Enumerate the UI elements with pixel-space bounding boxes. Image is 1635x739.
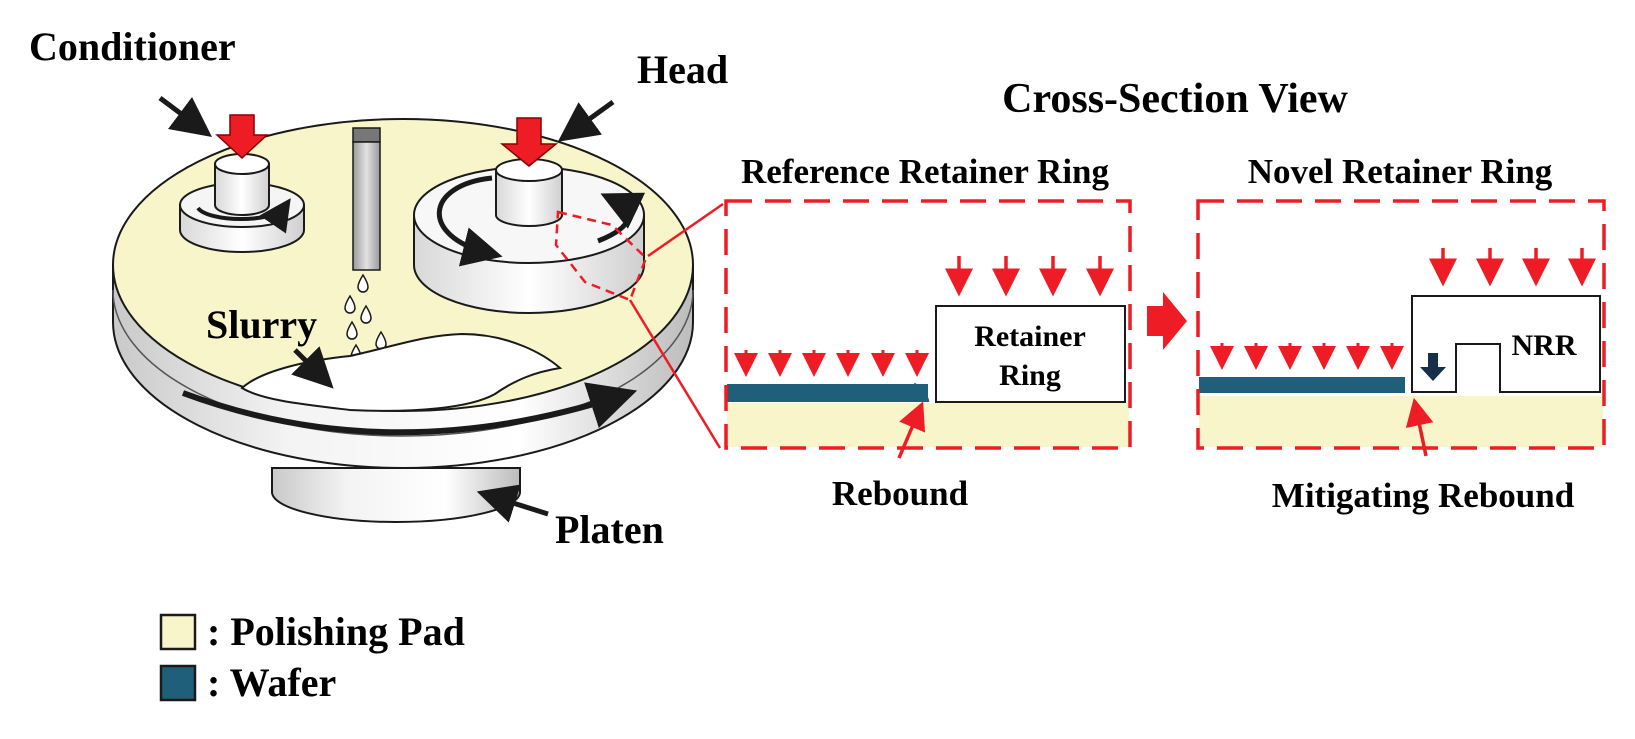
reference-frame <box>724 199 1132 450</box>
polishing-head <box>413 158 646 314</box>
slurry-nozzle <box>352 127 381 271</box>
reference-retainer-ring <box>935 305 1126 403</box>
head-force-arrow <box>499 117 559 167</box>
reference-wafer <box>727 384 928 402</box>
head-pointer-arrow <box>557 99 615 142</box>
novel-title: Novel Retainer Ring <box>1248 152 1553 191</box>
rebound-label: Rebound <box>832 474 969 513</box>
novel-retainer-ring <box>1411 295 1601 393</box>
reference-ring-pressure-arrows <box>945 256 1114 297</box>
conditioner <box>179 153 305 253</box>
head-rotation-arrow-right <box>597 192 646 244</box>
slurry-label: Slurry <box>206 302 317 347</box>
conditioner-label: Conditioner <box>29 24 236 69</box>
conditioner-force-arrow <box>215 114 269 160</box>
legend-label-polishing-pad: : Polishing Pad <box>207 609 465 654</box>
head-rotation-arrow-left <box>436 175 503 267</box>
reference-pad <box>727 403 1129 447</box>
conditioner-pointer-arrow <box>158 96 212 137</box>
reference-title: Reference Retainer Ring <box>741 152 1110 191</box>
retainer-ring-label-line2: Ring <box>999 359 1061 392</box>
nrr-downward-arrow <box>1420 353 1446 381</box>
platen-rotation-arrow <box>181 382 638 436</box>
platen-pointer-arrow <box>476 484 549 523</box>
cross-section-title: Cross-Section View <box>1002 76 1348 122</box>
legend-swatch-polishing-pad <box>159 613 197 651</box>
zoom-connector-top <box>647 202 724 258</box>
novel-frame <box>1196 199 1606 450</box>
conditioner-rotation-arrow <box>196 198 291 234</box>
nrr-label: NRR <box>1512 329 1577 362</box>
mitigating-rebound-pointer-arrow <box>1405 397 1434 457</box>
reference-wafer-pressure-arrows <box>734 350 929 377</box>
slurry-puddle <box>240 332 563 412</box>
head-cross-section-marker <box>554 210 648 302</box>
rebound-pointer-arrow <box>897 401 926 459</box>
mitigating-rebound-label: Mitigating Rebound <box>1272 476 1575 515</box>
novel-wafer-pressure-arrows <box>1210 343 1404 370</box>
platen-base <box>271 467 521 523</box>
novel-ring-pressure-arrows <box>1429 248 1596 287</box>
reference-cross-section: Retainer Ring <box>724 199 1132 450</box>
platen-label: Platen <box>555 507 664 552</box>
novel-cross-section: NRR <box>1196 199 1606 450</box>
novel-pad <box>1199 396 1603 447</box>
zoom-connector-bottom <box>628 299 722 449</box>
legend-label-wafer: : Wafer <box>207 660 336 705</box>
legend-swatch-wafer <box>159 664 197 702</box>
transition-arrow <box>1147 292 1187 350</box>
legend: : Polishing Pad : Wafer <box>159 609 465 705</box>
novel-wafer <box>1199 377 1405 393</box>
retainer-ring-label-line1: Retainer <box>974 320 1086 353</box>
head-label: Head <box>637 47 728 92</box>
slurry-pointer-arrow <box>291 346 334 389</box>
